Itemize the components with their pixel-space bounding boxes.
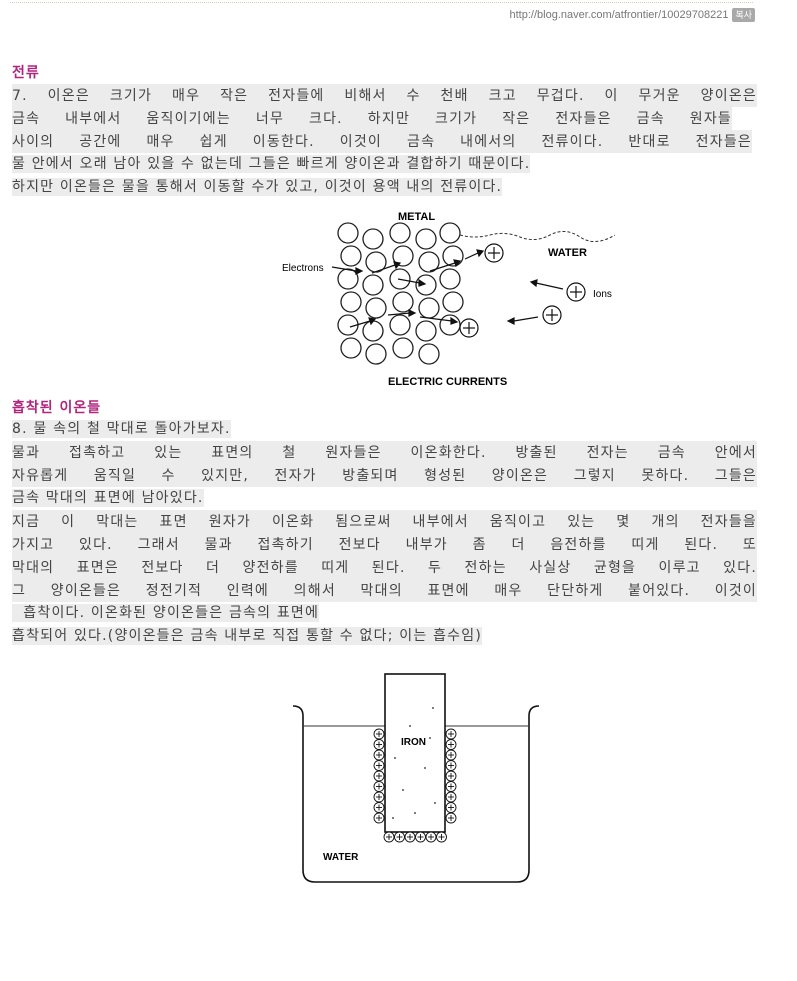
figure-caption: ELECTRIC CURRENTS	[388, 376, 507, 388]
adsorbed-ion	[445, 781, 457, 792]
adsorbed-ion	[425, 831, 437, 843]
text-line: 그 양이온들은 정전기적 인력에 의해서 막대의 표면에 매우 단단하게 붙어있…	[12, 579, 757, 602]
metal-atom	[442, 245, 464, 267]
label-water: WATER	[548, 247, 587, 259]
metal-atom	[415, 320, 437, 342]
label-iron: IRON	[401, 737, 426, 748]
adsorbed-ion	[373, 812, 385, 824]
adsorbed-ion	[373, 802, 385, 813]
adsorbed-ion	[373, 791, 385, 803]
adsorbed-ion	[445, 802, 457, 813]
section-heading-current: 전류	[12, 65, 40, 81]
text-line: 지금 이 막대는 표면 원자가 이온화 됨으로써 내부에서 움직이고 있는 몇 …	[12, 510, 757, 533]
metal-atom	[392, 291, 414, 313]
metal-atom	[362, 320, 384, 342]
top-divider	[10, 2, 753, 3]
metal-atom	[362, 228, 384, 250]
text-line: 금속 내부에서 움직이기에는 너무 크다. 하지만 크기가 작은 전자들은 금속…	[12, 107, 732, 130]
metal-atom	[365, 297, 387, 319]
source-url[interactable]: http://blog.naver.com/atfrontier/1002970…	[509, 9, 729, 21]
metal-atom	[418, 343, 440, 365]
copy-button[interactable]: 복사	[732, 8, 755, 22]
metal-atom	[337, 222, 359, 244]
adsorbed-ion	[404, 831, 416, 843]
adsorbed-ion	[445, 728, 457, 740]
metal-atom	[362, 274, 384, 296]
adsorbed-ion	[445, 770, 457, 782]
metal-atom	[418, 297, 440, 319]
metal-atom	[442, 291, 464, 313]
metal-atom	[340, 291, 362, 313]
metal-atom	[392, 245, 414, 267]
metal-atom	[337, 268, 359, 290]
text-line: 물과 접촉하고 있는 표면의 철 원자들은 이온화한다. 방출된 전자는 금속 …	[12, 441, 757, 464]
adsorbed-ion	[445, 812, 457, 824]
adsorbed-ion	[445, 739, 457, 750]
text-line: 사이의 공간에 매우 쉽게 이동한다. 이것이 금속 내에서의 전류이다. 반대…	[12, 130, 752, 153]
adsorbed-ion	[373, 739, 385, 750]
adsorbed-ion	[383, 831, 395, 843]
text-line: 막대의 표면은 전보다 더 양전하를 띠게 된다. 두 전하는 사실상 균형을 …	[12, 556, 757, 579]
adsorbed-ion	[373, 728, 385, 740]
source-bar: http://blog.naver.com/atfrontier/1002970…	[509, 8, 755, 22]
adsorbed-ion	[445, 760, 457, 771]
text-line: 하지만 이온들은 물을 통해서 이동할 수가 있고, 이것이 용액 내의 전류이…	[12, 178, 503, 196]
label-metal: METAL	[398, 211, 435, 223]
adsorbed-ion	[373, 781, 385, 792]
adsorbed-ion	[445, 749, 457, 761]
text-line: 자유롭게 움직일 수 있지만, 전자가 방출되며 형성된 양이온은 그렇지 못하…	[12, 464, 757, 487]
section-heading-adsorbed-ions: 흡착된 이온들	[12, 400, 102, 416]
text-line: 7. 이온은 크기가 매우 작은 전자들에 비해서 수 천배 크고 무겁다. 이…	[12, 84, 757, 107]
adsorbed-ion	[415, 831, 426, 843]
adsorbed-ion	[373, 749, 385, 761]
text-line: 흡착이다. 이온화된 양이온들은 금속의 표면에	[12, 604, 320, 622]
text-line: 흡착되어 있다.(양이온들은 금속 내부로 직접 통할 수 없다; 이는 흡수임…	[12, 627, 482, 645]
adsorbed-ion	[394, 831, 405, 843]
text-line: 가지고 있다. 그래서 물과 접촉하기 전보다 내부가 좀 더 음전하를 띠게 …	[12, 533, 757, 556]
text-line: 8. 물 속의 철 막대로 돌아가보자.	[12, 420, 231, 438]
label-ions: Ions	[593, 289, 612, 300]
label-water-beaker: WATER	[323, 852, 359, 863]
label-electrons: Electrons	[282, 263, 324, 274]
paragraph-adsorbed-ions: 8. 물 속의 철 막대로 돌아가보자. 물과 접촉하고 있는 표면의 철 원자…	[12, 418, 757, 648]
metal-atom	[415, 228, 437, 250]
adsorbed-ion	[445, 791, 457, 803]
metal-atom	[365, 343, 387, 365]
metal-atom	[389, 314, 411, 336]
paragraph-current: 7. 이온은 크기가 매우 작은 전자들에 비해서 수 천배 크고 무겁다. 이…	[12, 84, 757, 199]
metal-atom	[392, 337, 414, 359]
figure-electric-currents: METAL WATER Electrons Ions ELECTRIC CURR…	[270, 205, 630, 395]
text-line: 물 안에서 오래 남아 있을 수 없는데 그들은 빠르게 양이온과 결합하기 때…	[12, 155, 531, 173]
metal-atom	[415, 274, 437, 296]
figure-iron-rod: IRON WATER	[285, 668, 550, 890]
metal-atom	[340, 245, 362, 267]
adsorbed-ion	[436, 831, 447, 843]
text-line: 금속 막대의 표면에 남아있다.	[12, 489, 204, 507]
adsorbed-ion	[373, 760, 385, 771]
metal-atom	[439, 268, 461, 290]
metal-atom	[439, 314, 461, 336]
metal-atom	[389, 222, 411, 244]
metal-atom	[340, 337, 362, 359]
metal-atom	[439, 222, 461, 244]
metal-atom	[418, 251, 440, 273]
adsorbed-ion	[373, 770, 385, 782]
